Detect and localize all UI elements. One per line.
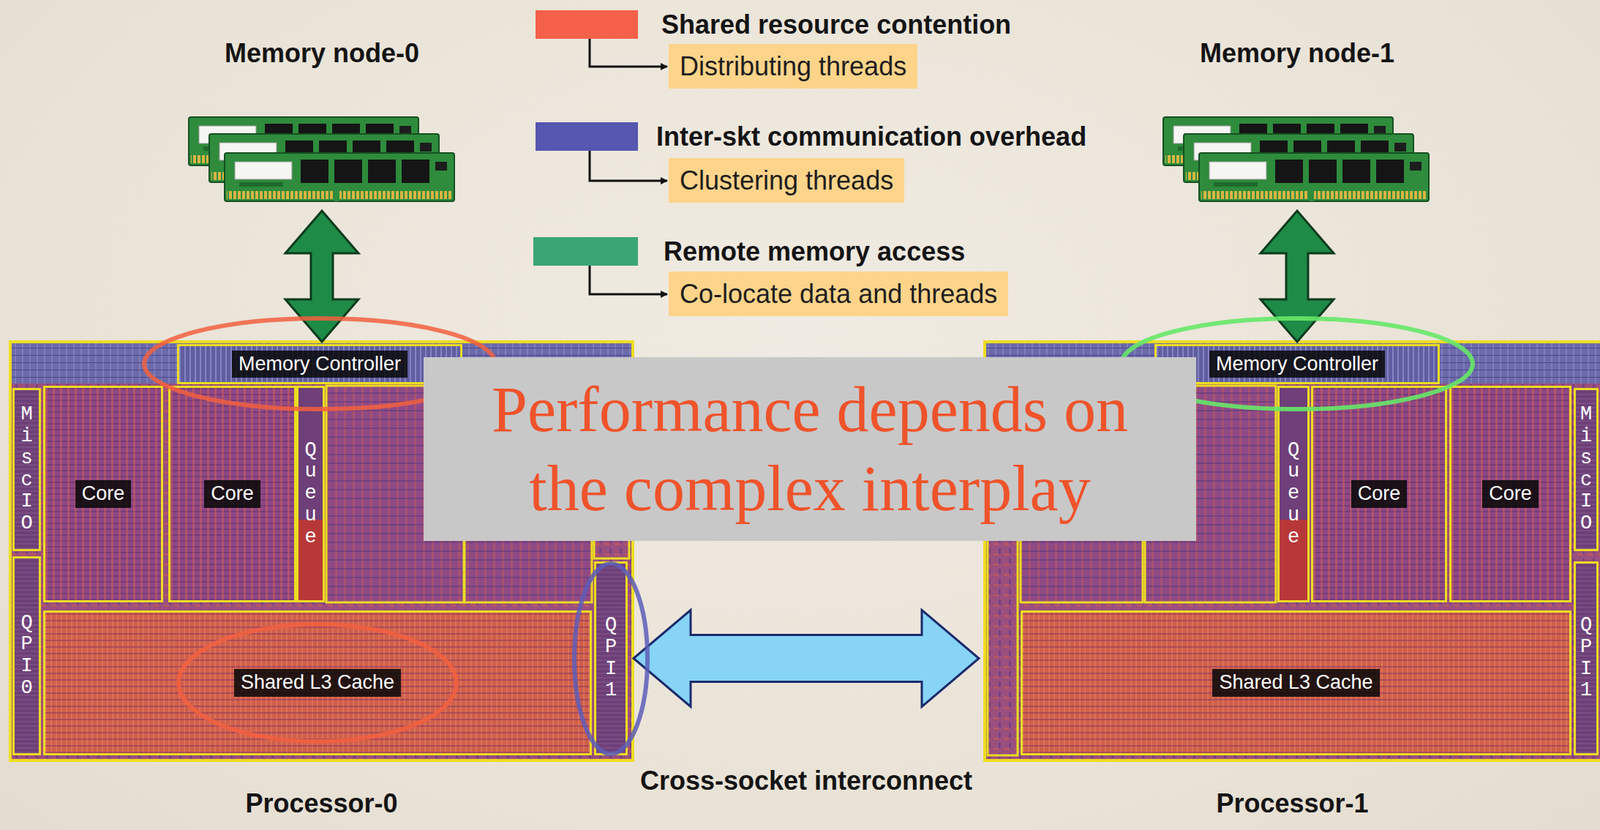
processor-label: Processor-1 [984,787,1600,818]
legend-swatch [535,122,638,151]
legend-text: Remote memory access [663,236,965,267]
legend-entry: Inter-skt communication overhead [656,121,1087,152]
memory-node: Memory node-0 [182,38,461,209]
memory-controller: Memory Controller [177,343,463,385]
callout-banner: Performance depends on the complex inter… [423,357,1197,541]
edge-label: Cross-socket interconnect [640,765,973,796]
memory-controller: Memory Controller [1154,343,1440,385]
strategy-box: Distributing threads [668,43,918,89]
l3-cache-block: Shared L3 Cache [1020,610,1572,756]
callout-text: Performance depends on the complex inter… [466,370,1154,528]
vertical-label: Misc IO [1580,403,1592,535]
legend-swatch [533,237,638,266]
die-strip-block: QPI 1 [594,561,628,756]
cache-label: Shared L3 Cache [234,668,401,697]
memory-node: Memory node-1 [1158,38,1437,209]
die-strip-block: QPI 1 [1573,561,1599,756]
vertical-label: Queue [304,439,317,548]
double-arrow-connector [285,210,359,342]
double-arrow-connector [633,610,979,707]
double-arrow-connector [1260,210,1334,342]
die-strip-block: QPI 0 [12,556,41,756]
strategy-text: Distributing threads [679,50,907,82]
strategy-box: Clustering threads [668,158,905,203]
core-block: Core [168,385,297,603]
node-heading: Memory node-0 [182,38,461,69]
strategy-text: Co-locate data and threads [679,278,998,310]
legend-entry: Remote memory access [663,236,965,267]
vertical-label: Queue [1287,439,1300,548]
vertical-label: QPI 0 [20,612,33,700]
legend-swatch [535,10,638,39]
edge-label-holder: Cross-socket interconnect [640,765,973,796]
block-label: Core [1482,479,1539,508]
vertical-label: QPI 1 [605,614,617,702]
cache-label: Shared L3 Cache [1212,668,1380,697]
core-block: Core [1311,385,1448,603]
processor-label: Processor-0 [10,787,633,818]
vertical-label: Misc IO [20,403,33,535]
vertical-label: QPI 1 [1580,614,1592,702]
strategy-box: Co-locate data and threads [668,271,1009,317]
block-label: Memory Controller [1209,350,1385,379]
legend-text: Shared resource contention [661,9,1012,40]
block-label: Core [204,479,261,508]
legend-entry: Shared resource contention [661,9,1012,40]
core-block: Core [1449,385,1572,603]
core-block: Core [43,385,164,603]
die-strip-block: Queue [296,385,325,603]
strategy-text: Clustering threads [679,164,894,197]
l3-cache-block: Shared L3 Cache [43,610,592,756]
block-label: Memory Controller [231,350,408,379]
die-strip-block: Queue [1277,385,1310,603]
block-label: Core [75,479,132,508]
block-label: Core [1351,479,1408,508]
legend-text: Inter-skt communication overhead [656,121,1087,152]
die-strip-block: Misc IO [12,387,41,551]
die-strip-block: Misc IO [1573,387,1599,551]
node-heading: Memory node-1 [1158,38,1437,69]
